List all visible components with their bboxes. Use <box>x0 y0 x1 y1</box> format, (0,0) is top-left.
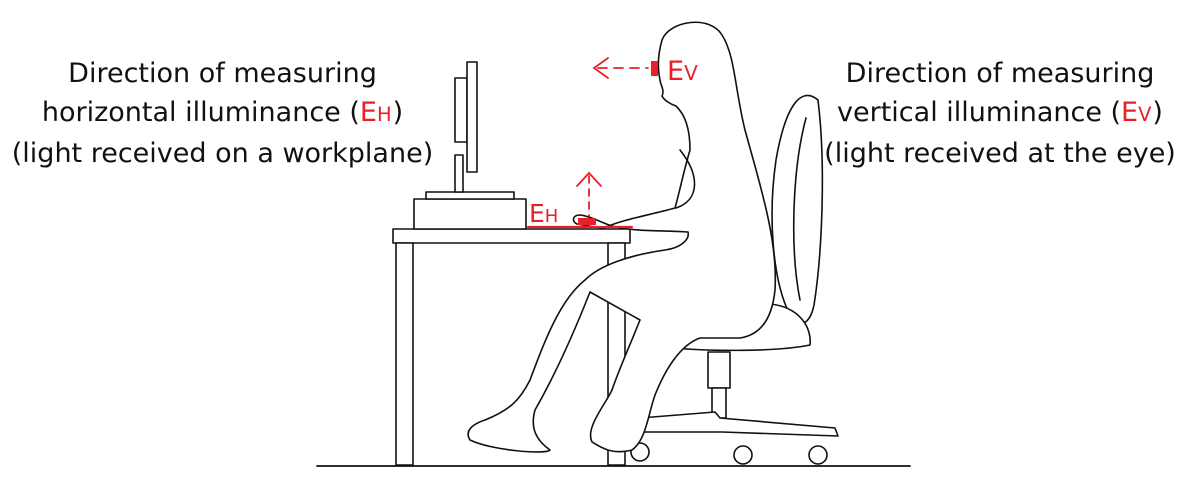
right-caption-line-2: vertical illuminance (EV) <box>820 93 1180 134</box>
eh-symbol-caption: EH <box>359 97 393 128</box>
eh-sensor <box>578 218 596 225</box>
right-caption-line-3: (light received at the eye) <box>824 138 1176 169</box>
left-caption-line-1: Direction of measuring <box>68 58 377 89</box>
left-caption-line-2: horizontal illuminance (EH) <box>0 93 445 134</box>
right-caption-suffix: ) <box>1152 97 1163 128</box>
ev-label: EV <box>667 56 698 87</box>
right-caption-prefix: vertical illuminance ( <box>837 97 1122 128</box>
ev-sensor <box>651 61 658 76</box>
ev-symbol-caption: EV <box>1121 97 1153 128</box>
ev-arrow-head <box>592 57 609 79</box>
left-caption-suffix: ) <box>392 97 404 128</box>
horizontal-illuminance-caption: Direction of measuring horizontal illumi… <box>0 54 445 173</box>
vertical-illuminance-caption: Direction of measuring vertical illumina… <box>820 54 1180 173</box>
seated-person-outline <box>467 21 777 453</box>
monitor <box>413 61 527 230</box>
eh-arrow-head <box>576 171 602 187</box>
arm-detail <box>675 149 696 209</box>
right-caption-line-1: Direction of measuring <box>845 58 1155 89</box>
left-caption-prefix: horizontal illuminance ( <box>41 97 360 128</box>
left-caption-line-3: (light received on a workplane) <box>11 138 434 169</box>
eh-label: EH <box>529 199 558 228</box>
